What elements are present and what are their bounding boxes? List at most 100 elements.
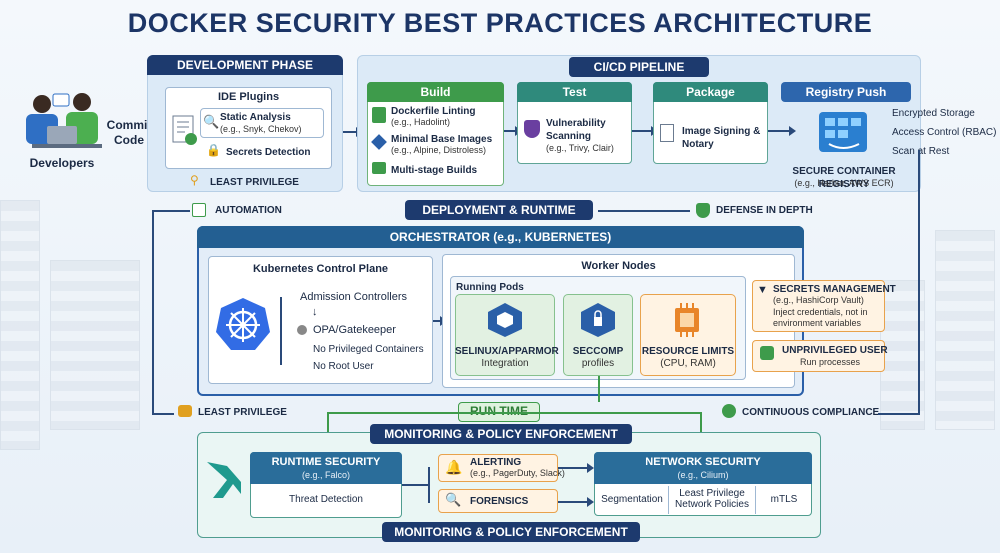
automation-icon (192, 203, 206, 217)
developers-illustration (12, 92, 107, 154)
selinux-hex-icon (486, 302, 524, 338)
build-to-test-arrow (504, 126, 522, 136)
dockerfile-linting-examples: (e.g., Hadolint) (391, 117, 451, 127)
minimal-base-examples: (e.g., Alpine, Distroless) (391, 145, 487, 155)
key-icon: ⚲ (190, 173, 199, 187)
continuous-compliance-label: CONTINUOUS COMPLIANCE (742, 407, 880, 418)
document-check-icon (172, 115, 198, 147)
access-control: Access Control (RBAC) (892, 127, 997, 138)
dev-to-cicd-arrow (343, 127, 363, 137)
shield-icon (524, 120, 540, 138)
unprivileged-user-box (752, 340, 885, 372)
no-privileged-containers: No Privileged Containers (313, 344, 424, 355)
falco-bird-icon (205, 458, 243, 500)
opa-icon (297, 325, 307, 335)
image-signing: Image Signing & Notary (682, 126, 761, 150)
run-time-text: RUN TIME (470, 404, 528, 418)
forensics-box (438, 489, 558, 513)
page-title: DOCKER SECURITY BEST PRACTICES ARCHITECT… (127, 8, 873, 38)
monitoring-header-bottom: MONITORING & POLICY ENFORCEMENT (382, 522, 640, 542)
seccomp-sub: profiles (581, 358, 615, 369)
flow-top-horizontal (152, 210, 190, 212)
unprivileged-user-title: UNPRIVILEGED USER (782, 345, 888, 356)
developers-label: Developers (29, 156, 95, 170)
registry-examples: (e.g., Harbor, AWS ECR) (794, 178, 894, 188)
defense-in-depth-label: DEFENSE IN DEPTH (716, 205, 813, 216)
shield-check-icon (696, 203, 710, 218)
defense-arrow-line (598, 210, 690, 212)
static-analysis-label: Static Analysis (220, 112, 291, 123)
multi-stage-builds: Multi-stage Builds (391, 165, 478, 176)
running-pods-title: Running Pods (456, 282, 524, 293)
runtime-security-head (250, 452, 402, 484)
control-plane-title: Kubernetes Control Plane (252, 263, 389, 275)
network-security-examples: (e.g., Cilium) (677, 470, 729, 480)
deployment-runtime-label: DEPLOYMENT & RUNTIME (405, 200, 593, 220)
resource-limits-label: RESOURCE LIMITS (641, 346, 735, 357)
minimal-base-images: Minimal Base Images (391, 134, 493, 145)
resource-limits-sub: (CPU, RAM) (660, 358, 716, 369)
seccomp-hex-icon (579, 302, 617, 338)
layers-icon (372, 162, 386, 174)
opa-gatekeeper: OPA/Gatekeeper (313, 324, 396, 336)
signed-doc-icon (660, 124, 674, 142)
runtime-left-drop (327, 412, 329, 444)
secrets-detection-label: Secrets Detection (226, 147, 311, 158)
automation-label: AUTOMATION (215, 205, 282, 216)
cell-divider-1 (668, 486, 669, 514)
down-arrow-icon: ↓ (312, 306, 318, 318)
cell-divider-2 (755, 486, 756, 514)
test-header: Test (517, 82, 632, 102)
least-privilege-label: LEAST PRIVILEGE (198, 407, 287, 418)
selinux-label: SELINUX/APPARMOR (455, 346, 559, 357)
bell-icon: 🔔 (445, 459, 463, 475)
check-doc-icon (372, 107, 386, 123)
mtls-cell: mTLS (770, 494, 798, 505)
alerting-box (438, 454, 558, 482)
chip-icon (669, 302, 705, 338)
compliance-check-icon (722, 404, 736, 418)
lock-icon: 🔒 (206, 143, 221, 157)
secrets-management-title: SECRETS MANAGEMENT (773, 284, 896, 295)
runtime-security-examples: (e.g., Falco) (301, 470, 350, 480)
monitoring-header-top: MONITORING & POLICY ENFORCEMENT (370, 424, 632, 444)
development-phase-header: DEVELOPMENT PHASE (147, 55, 343, 75)
pods-to-runtime-line (598, 376, 600, 402)
hand-shield-icon (178, 405, 192, 417)
admission-bracket (280, 297, 282, 365)
orchestrator-header: ORCHESTRATOR (e.g., KUBERNETES) (197, 226, 804, 248)
segmentation-cell: Segmentation (601, 494, 663, 505)
network-security-head (594, 452, 812, 484)
bottom-right-line (878, 413, 920, 415)
registry-push-header: Registry Push (781, 82, 911, 102)
seccomp-label: SECCOMP (572, 346, 624, 357)
no-root-user: No Root User (313, 361, 374, 372)
admission-controllers: Admission Controllers (300, 291, 407, 303)
server-rack-right (935, 230, 995, 430)
secrets-management-box (752, 280, 885, 332)
user-icon (760, 346, 774, 360)
flow-right-vertical (918, 150, 920, 415)
lp-policies-cell: Least Privilege Network Policies (675, 488, 749, 510)
selinux-sub: Integration (481, 358, 529, 369)
package-to-registry-arrow (768, 126, 796, 136)
encrypted-storage: Encrypted Storage (892, 108, 975, 119)
static-analysis-examples: (e.g., Snyk, Chekov) (220, 124, 302, 134)
magnifier-icon: 🔍 (203, 114, 220, 129)
secure-registry-label: SECURE CONTAINER REGISTRY (792, 166, 896, 190)
runtime-branch-line-2 (402, 484, 430, 486)
static-analysis-box (200, 108, 324, 138)
commit-code-label: Commit Code (106, 118, 152, 147)
vulnerability-scanning: Vulnerability Scanning (546, 118, 606, 142)
vulnerability-examples: (e.g., Trivy, Clair) (546, 143, 614, 153)
bottom-left-line (152, 413, 174, 415)
server-rack-left (0, 200, 40, 450)
alerting-examples: (e.g., PagerDuty, Slack) (470, 468, 565, 478)
server-rack-left-2 (50, 260, 140, 430)
forensics-arrow (558, 497, 594, 507)
test-to-package-arrow (632, 126, 658, 136)
runtime-branch-line (327, 412, 702, 414)
control-to-worker-arrow (433, 316, 447, 326)
cicd-header: CI/CD PIPELINE (569, 57, 709, 77)
docker-registry-icon (815, 108, 871, 156)
